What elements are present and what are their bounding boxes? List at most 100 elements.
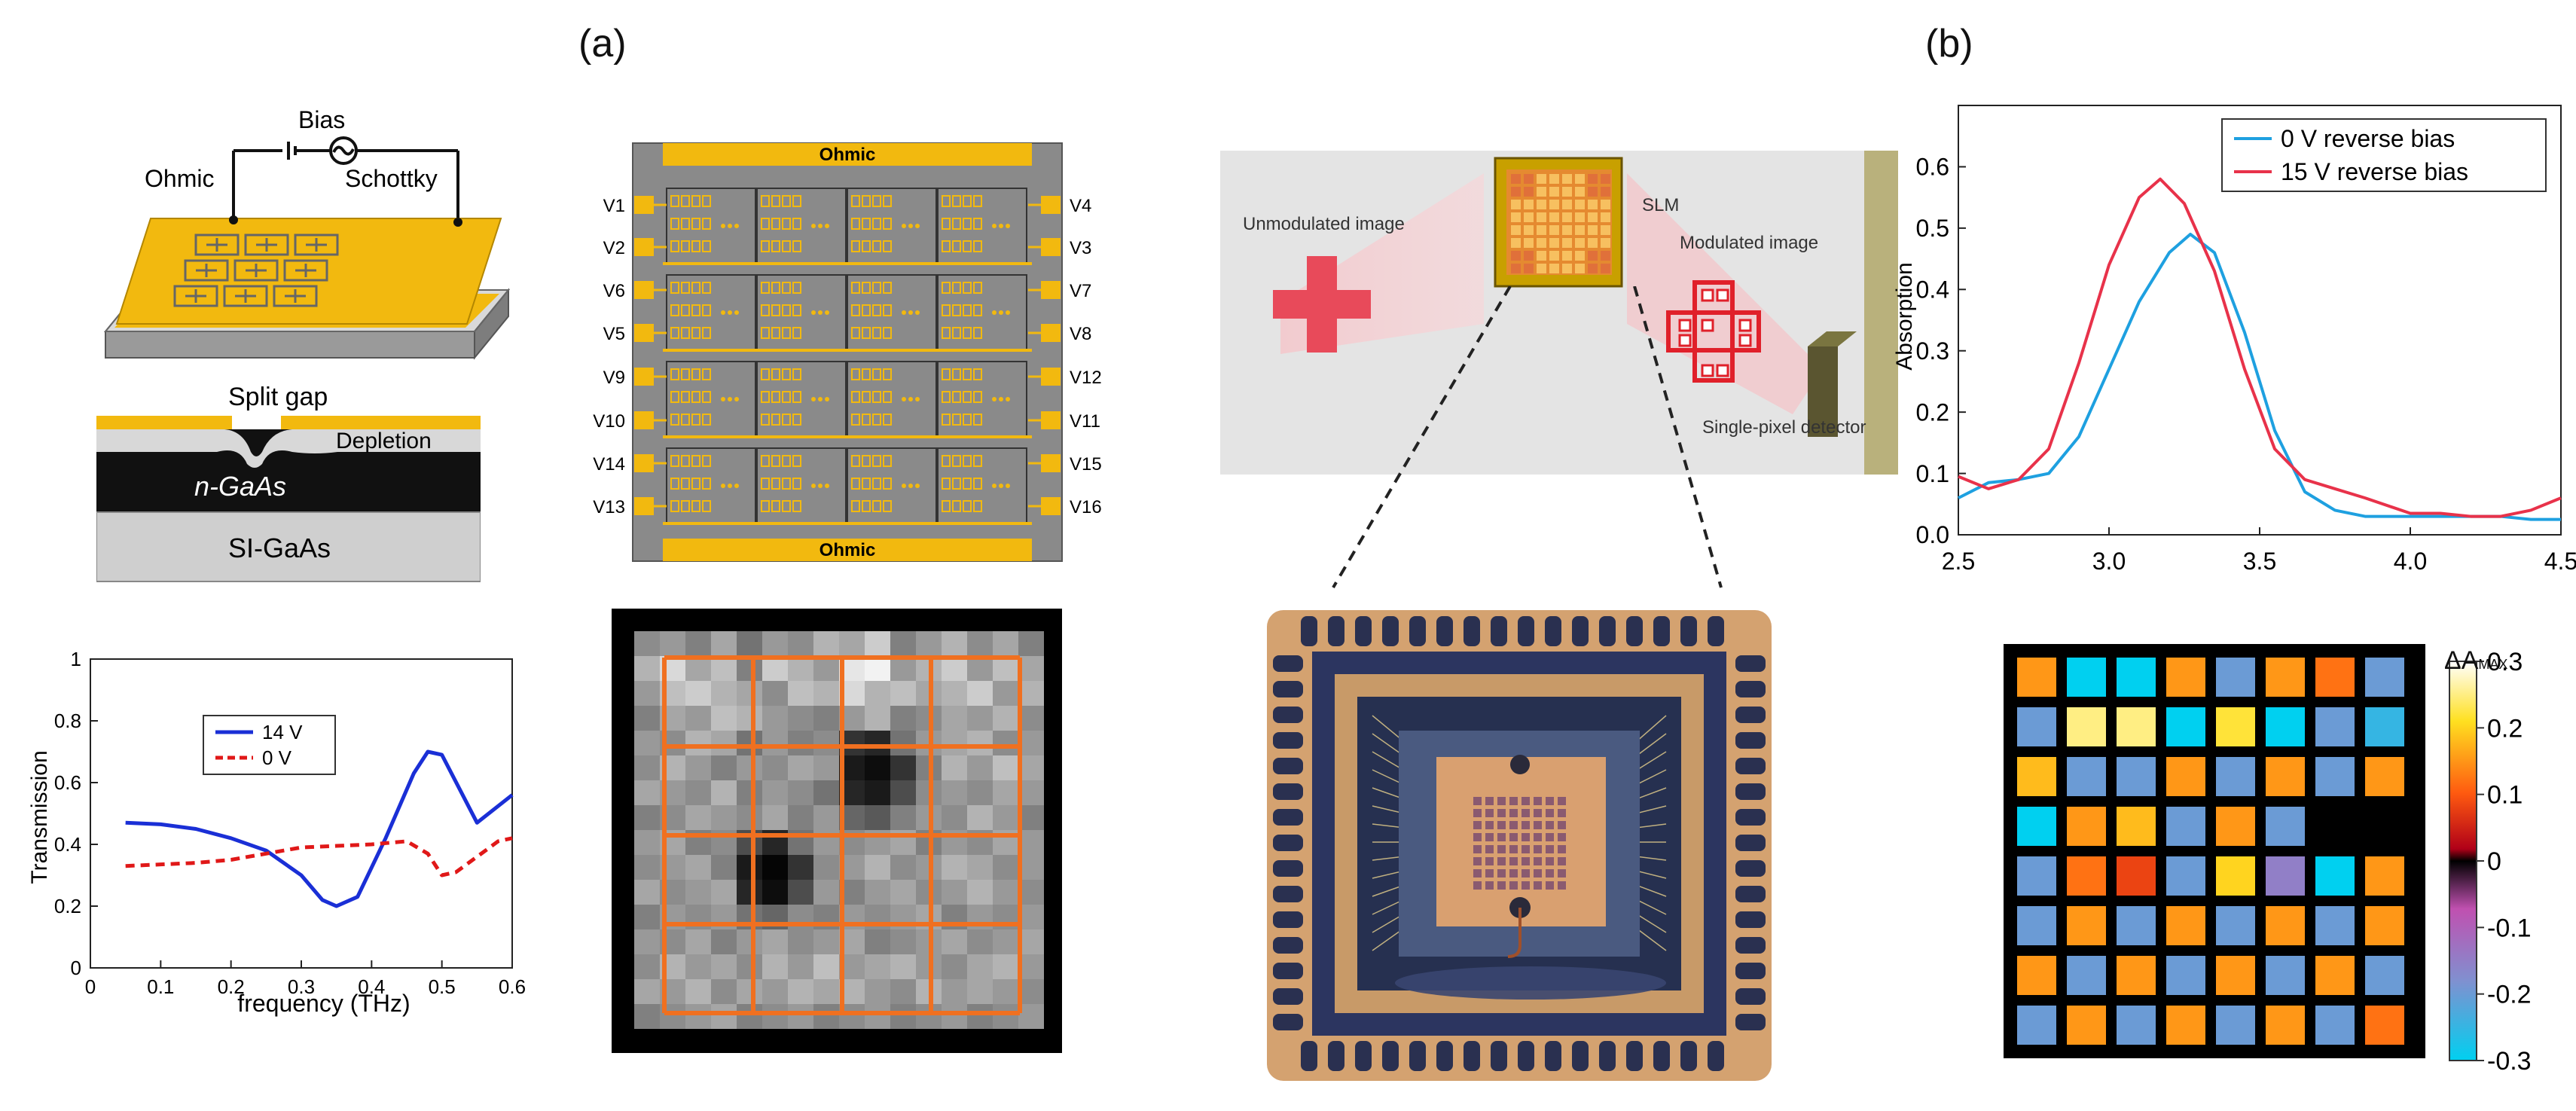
gray-pixel [890, 631, 916, 656]
gray-pixel [865, 656, 890, 681]
heatmap-cell [2117, 1006, 2156, 1045]
gray-pixel [788, 855, 813, 880]
right-bond-pad [1041, 238, 1061, 256]
heatmap-cell [2017, 707, 2056, 746]
chip-left-label-1: V2 [603, 238, 625, 258]
heatmap-cell [2117, 906, 2156, 945]
gray-pixel [890, 929, 916, 954]
gray-pixel [788, 681, 813, 706]
gray-pixel [942, 979, 967, 1004]
metamaterial-cell [194, 233, 240, 256]
gray-pixel [865, 706, 890, 731]
gray-pixel [737, 880, 762, 905]
gray-pixel [1018, 954, 1044, 979]
y-tick-label: 0.4 [1916, 276, 1949, 303]
heatmap-cell [2067, 757, 2106, 796]
gray-pixel [865, 780, 890, 805]
gray-pixel [685, 855, 711, 880]
gray-pixel [942, 954, 967, 979]
gray-pixel [788, 780, 813, 805]
gray-pixel [737, 929, 762, 954]
gray-pixel [762, 656, 788, 681]
gray-pixel [865, 929, 890, 954]
x-tick-label: 0 [85, 975, 96, 998]
heatmap-cell [2216, 1006, 2255, 1045]
left-bond-pad [634, 497, 654, 515]
heatmap-cell [2266, 856, 2305, 896]
gray-pixel [839, 631, 865, 656]
gray-pixel [942, 755, 967, 780]
absorption-ylabel: Absorption [1892, 262, 1917, 370]
legend-box [2221, 118, 2547, 192]
heatmap-cell [2315, 658, 2355, 697]
y-tick-label: 0.5 [1916, 215, 1949, 242]
gray-pixel [685, 880, 711, 905]
modulated-cross-pixels [1678, 288, 1752, 377]
heatmap-cell [2117, 856, 2156, 896]
y-tick-label: 0.3 [1916, 337, 1949, 365]
gray-pixel [813, 805, 839, 830]
y-tick-label: 0.0 [1916, 521, 1949, 548]
gray-pixel [1018, 656, 1044, 681]
gray-pixel [762, 979, 788, 1004]
chip-left-label-7: V13 [593, 497, 625, 517]
gray-pixel [865, 631, 890, 656]
colorbar-title: ΔAMAX [2444, 646, 2507, 676]
y-tick-label: 0.1 [1916, 460, 1949, 487]
gray-pixel [711, 880, 737, 905]
heatmap-cell [2166, 757, 2205, 796]
metamaterial-cell [184, 259, 229, 282]
heatmap-cell [2315, 906, 2355, 945]
gray-pixel [737, 805, 762, 830]
gray-pixel [788, 706, 813, 731]
si-gaas-label: SI-GaAs [228, 533, 331, 563]
colorbar-tick-label: 0.1 [2487, 781, 2523, 810]
heatmap-cell [2266, 707, 2305, 746]
gray-pixel [685, 681, 711, 706]
heatmap-cell [2017, 757, 2056, 796]
heatmap-cell [2166, 906, 2205, 945]
gray-pixel [737, 954, 762, 979]
chip-segment [937, 274, 1027, 351]
gray-pixel [685, 805, 711, 830]
left-bond-pad [634, 238, 654, 256]
plot-frame [90, 658, 513, 969]
gray-pixel [890, 706, 916, 731]
heatmap-cell [2216, 906, 2255, 945]
gray-pixel [737, 656, 762, 681]
gray-pixel [634, 954, 660, 979]
detector-column [1864, 151, 1898, 475]
gray-pixel [1018, 929, 1044, 954]
gray-pixel [813, 656, 839, 681]
gray-pixel [865, 979, 890, 1004]
gray-pixel [967, 706, 993, 731]
gray-pixel [788, 1004, 813, 1029]
heatmap-cell [2067, 658, 2106, 697]
gray-pixel [634, 855, 660, 880]
gray-pixel [788, 731, 813, 755]
gray-pixel [865, 880, 890, 905]
heatmap-cell [2067, 906, 2106, 945]
legend-entry-1: 15 V reverse bias [2281, 158, 2468, 185]
bottom-ohmic-label: Ohmic [819, 540, 876, 560]
chip-segment [937, 188, 1027, 264]
colorbar-tick-label: 0 [2487, 847, 2501, 876]
gray-pixel [685, 706, 711, 731]
heatmap-background [2004, 644, 2425, 1058]
metamaterial-cell [294, 233, 339, 256]
gray-pixel [967, 855, 993, 880]
right-bond-pad [1041, 497, 1061, 515]
x-tick-label: 0.3 [288, 975, 315, 998]
chip-left-label-2: V6 [603, 281, 625, 301]
gray-pixel [634, 805, 660, 830]
heatmap-cell [2266, 906, 2305, 945]
heatmap-cell [2365, 906, 2404, 945]
heatmap-cell [2216, 856, 2255, 896]
bottom-ohmic-pad [663, 539, 1032, 561]
panel-label-a: (a) [578, 22, 627, 66]
metamaterial-cell [223, 285, 268, 307]
gray-pixel [711, 731, 737, 755]
gray-pixel [942, 855, 967, 880]
gray-pixel [813, 731, 839, 755]
